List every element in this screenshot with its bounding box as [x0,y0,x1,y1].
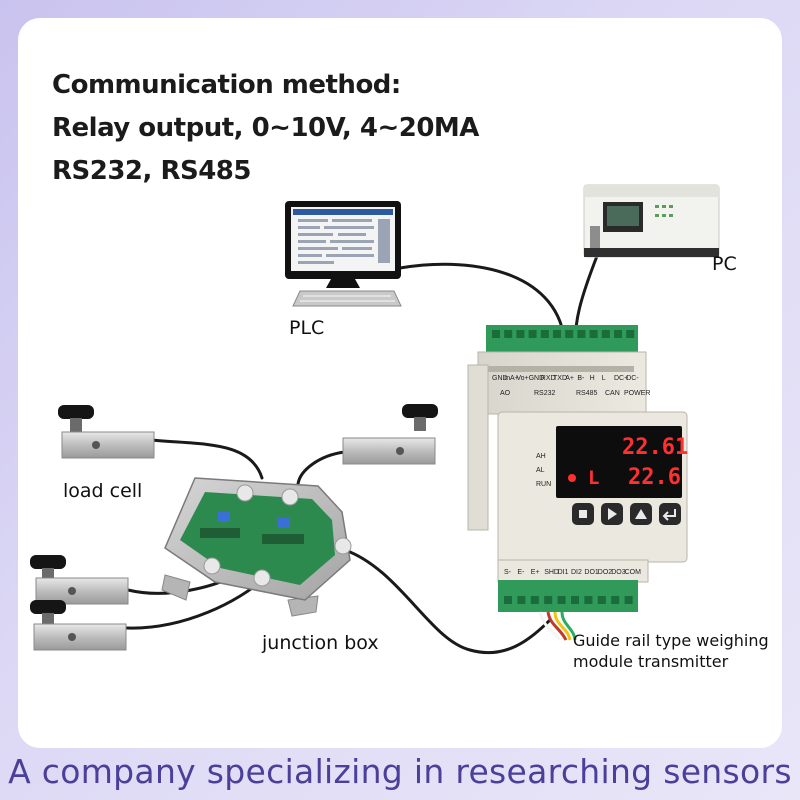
top-terminal-screws [492,330,635,338]
label-junction-box: junction box [262,632,379,654]
top-terminal-label: Vo+ [516,375,528,382]
keyboard [292,290,402,307]
cable-junction-to-module [343,548,552,655]
terminal-screw [626,330,635,338]
indicator-label: RUN [536,481,551,488]
terminal-screw [577,330,586,338]
status-led [568,474,576,482]
bottom-terminal-label: COM [625,569,642,576]
cable-loadcell-1 [150,438,264,480]
indicator-label: AL [536,467,545,474]
bottom-terminal-label: S- [504,569,512,576]
top-terminal-label: RXD [541,375,556,382]
label-plc: PLC [289,317,325,339]
terminal-group-label: AO [500,390,511,397]
module-upper-housing [477,351,647,415]
top-terminal-label: GND [492,375,508,382]
bottom-terminal-label: DO2 [598,569,613,576]
top-terminal-label: B- [577,375,585,382]
terminal-screw [540,330,549,338]
bottom-terminal-label: E- [517,569,525,576]
terminal-screw [584,596,593,604]
top-terminal-label: L [602,375,606,382]
display-top-value: 22.61 [622,435,688,460]
terminal-screw [571,596,579,604]
key-enter[interactable] [659,503,681,525]
top-terminal-label: A+ [565,375,574,382]
indicator-label: AH [536,453,546,460]
rail-clip-left [467,364,489,531]
terminal-screw [597,596,606,604]
label-module-line-1: Guide rail type weighing [573,631,769,650]
terminal-screw [614,330,622,338]
load-cell-2 [342,404,438,465]
display-bottom-prefix: L [588,467,599,489]
bottom-terminal-label: E+ [531,569,540,576]
module-output-wires [538,611,577,641]
heading-line-1: Communication method: [52,70,401,100]
computer-illustration [285,201,402,307]
terminal-screw [528,330,537,338]
terminal-screw [589,330,598,338]
display-bottom-value: 22.6 [628,465,681,490]
terminal-screw [565,330,574,338]
monitor-screen [291,207,395,271]
terminal-screw [492,330,500,338]
top-terminal-block [486,325,638,353]
heading-line-2: Relay output, 0~10V, 4~20MA [52,113,479,143]
terminal-screw [553,330,561,338]
heading-line-3: RS232, RS485 [52,156,251,186]
terminal-group-labels: AO RS232 RS485 CAN POWER [500,390,650,397]
terminal-group-label: POWER [624,390,650,397]
top-terminal-label: DC+ [614,375,628,382]
terminal-screw [530,596,539,604]
terminal-screw [517,596,526,604]
cable-loadcell-2 [296,450,347,486]
module-keypad [572,503,681,525]
bottom-terminal-label: DO1 [584,569,599,576]
bottom-terminal-label: DI1 [558,569,569,576]
junction-box-illustration [161,477,352,617]
cable-plc-to-module [398,262,567,347]
terminal-screw [504,330,513,338]
terminal-screw [544,596,553,604]
terminal-screw [516,330,525,338]
monitor-stand [326,279,360,288]
footer-tagline: A company specializing in researching se… [8,752,792,791]
bottom-terminal-label: DI2 [571,569,582,576]
label-module-line-2: module transmitter [573,652,729,671]
load-cell-1 [58,405,155,459]
top-terminal-label: TXD [553,375,567,382]
top-terminal-label: H [590,375,595,382]
terminal-screw [557,596,566,604]
terminal-screw [601,330,610,338]
terminal-group-label: RS485 [576,390,598,397]
top-terminal-label: DC- [626,375,639,382]
top-terminal-label: mA+ [504,375,519,382]
bottom-terminal-label: SHD [544,569,559,576]
bottom-terminal-screws [504,596,633,604]
terminal-screw [504,596,512,604]
terminal-group-label: CAN [605,390,620,397]
indicator-labels: AH AL RUN [536,453,551,488]
plc-controller-illustration [583,184,720,258]
bottom-terminal-label: DO3 [611,569,626,576]
led-display [556,426,682,498]
label-load-cell: load cell [63,480,143,502]
load-cell-3 [30,555,129,605]
load-cell-4 [30,600,127,651]
terminal-screw [624,596,633,604]
terminal-screw [611,596,620,604]
label-pc: PC [712,253,737,275]
top-terminal-label: GND [529,375,545,382]
terminal-group-label: RS232 [534,390,556,397]
